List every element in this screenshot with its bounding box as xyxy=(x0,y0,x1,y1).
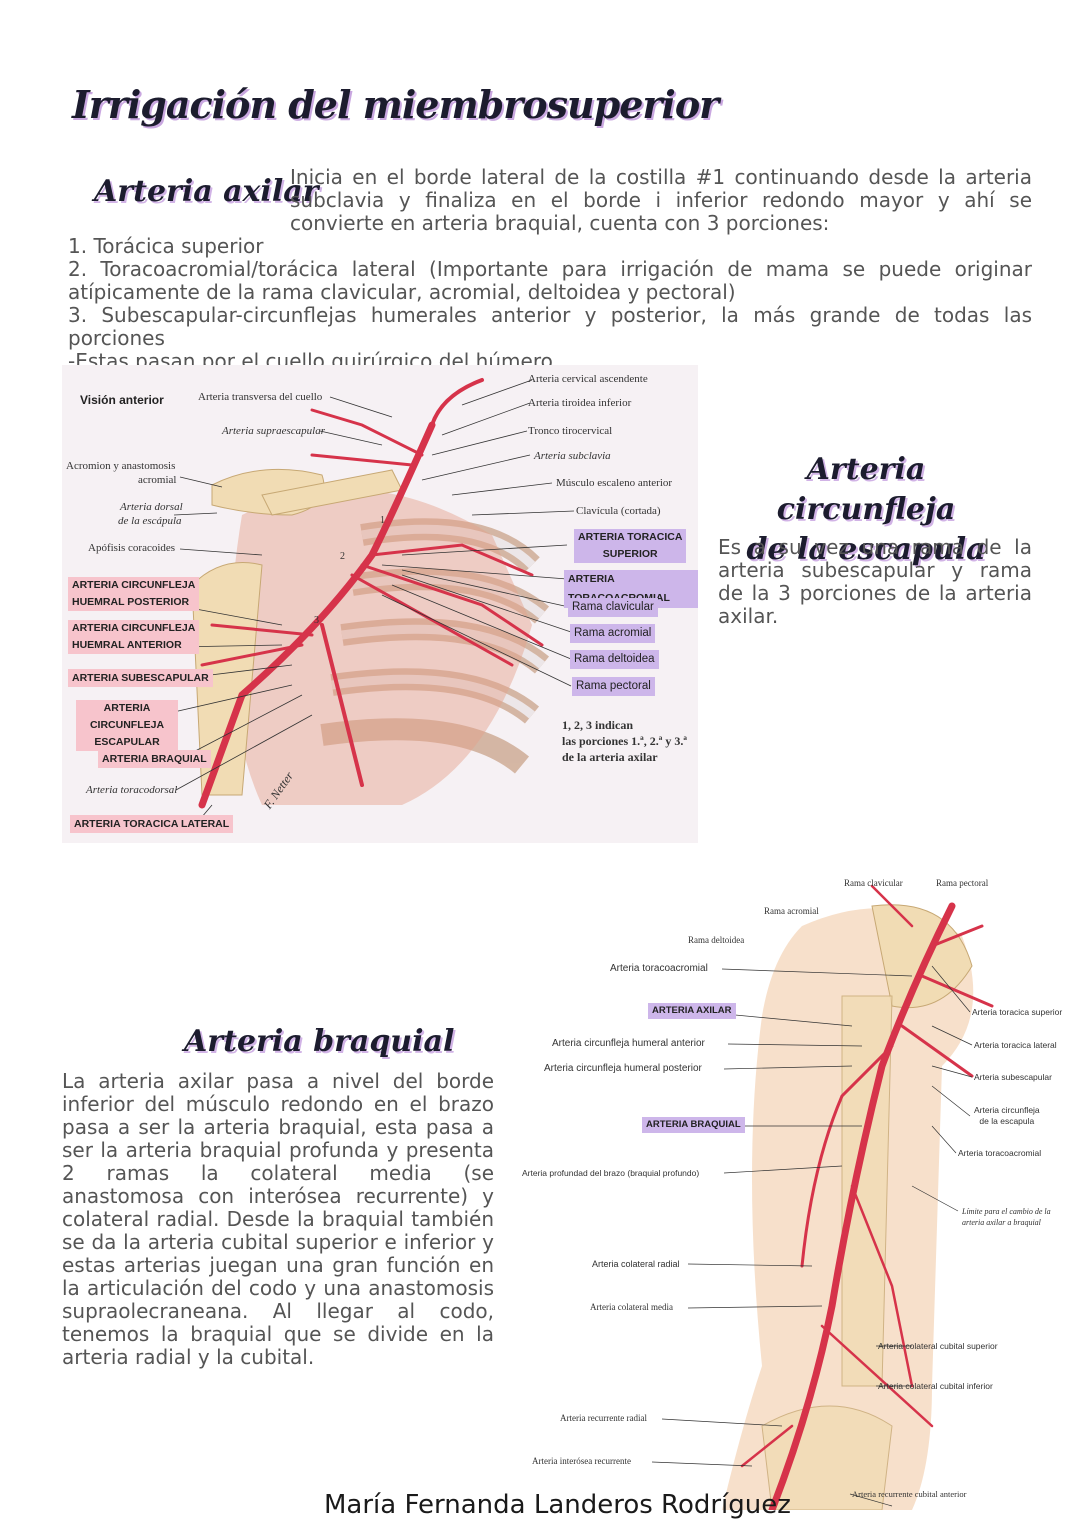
label-line: arteria axilar a braquial xyxy=(962,1218,1041,1227)
tag-line: ARTERIA CIRCUNFLEJA xyxy=(72,579,196,591)
note-line-3: de la arteria axilar xyxy=(562,750,658,764)
portion-number-3: 3 xyxy=(314,615,319,626)
label-cubital-superior: Arteria colateral cubital superior xyxy=(878,1341,998,1351)
tag-toracica-lateral: ARTERIA TORACICA LATERAL xyxy=(70,815,234,833)
tag-circunfleja-anterior: ARTERIA CIRCUNFLEJA HUEMRAL ANTERIOR xyxy=(68,620,200,654)
note-line-2: las porciones 1.ª, 2.ª y 3.ª xyxy=(562,734,687,748)
tag-line: ARTERIA CIRCUNFLEJA xyxy=(89,702,165,731)
axilar-figure: Visión anterior Arteria transversa del c… xyxy=(62,365,698,843)
heading-line: Arteria circunfleja xyxy=(776,452,956,527)
label-rama-pectoral: Rama pectoral xyxy=(936,878,989,888)
label-colateral-radial: Arteria colateral radial xyxy=(592,1259,680,1269)
axilar-heading: Arteria axilar xyxy=(94,174,319,209)
axilar-illustration xyxy=(151,378,575,825)
tag-braquial: ARTERIA BRAQUIAL xyxy=(98,750,211,768)
tag-rama-clavicular: Rama clavicular xyxy=(568,598,658,617)
page-title: Irrigación del miembrosuperior xyxy=(72,82,719,127)
label-limite: Límite para el cambio de la arteria axil… xyxy=(962,1206,1051,1228)
tag-circunfleja-escapular: ARTERIA CIRCUNFLEJA ESCAPULAR xyxy=(76,700,178,751)
label-coracoides: Apófisis coracoides xyxy=(88,542,176,554)
braquial-text: La arteria axilar pasa a nivel del borde… xyxy=(62,1069,494,1369)
label-dorsal-escapula-2: de la escápula xyxy=(118,515,182,527)
label-supraescapular: Arteria supraescapular xyxy=(222,425,325,437)
author-name: María Fernanda Landeros Rodríguez xyxy=(324,1490,791,1520)
tag-line: SUPERIOR xyxy=(602,548,658,560)
arm-illustration xyxy=(651,884,994,1510)
label-tronco: Tronco tirocervical xyxy=(528,425,613,437)
tag-rama-acromial: Rama acromial xyxy=(570,624,656,643)
label-rama-acromial: Rama acromial xyxy=(764,906,819,916)
label-line: Arteria circunfleja xyxy=(974,1105,1040,1115)
label-subescapular: Arteria subescapular xyxy=(974,1072,1052,1082)
tag-subescapular: ARTERIA SUBESCAPULAR xyxy=(68,669,213,687)
label-toracica-superior: Arteria toracica superior xyxy=(972,1007,1063,1017)
braquial-heading: Arteria braquial xyxy=(184,1024,455,1059)
label-tiroidea: Arteria tiroidea inferior xyxy=(528,397,632,409)
label-clavicula: Clavícula (cortada) xyxy=(576,505,661,517)
label-escaleno: Músculo escaleno anterior xyxy=(556,477,673,489)
tag-line: HUEMRAL POSTERIOR xyxy=(72,596,190,608)
label-recurrente-cubital: Arteria recurrente cubital anterior xyxy=(852,1489,967,1499)
tag-line: HUEMRAL ANTERIOR xyxy=(72,639,182,651)
label-toracoacromial-right: Arteria toracoacromial xyxy=(958,1148,1042,1158)
label-dorsal-escapula-1: Arteria dorsal xyxy=(120,501,183,513)
label-rama-deltoidea: Rama deltoidea xyxy=(688,935,745,945)
label-cubital-inferior: Arteria colateral cubital inferior xyxy=(878,1381,993,1391)
label-interosea-recurrente: Arteria interósea recurrente xyxy=(532,1456,631,1466)
tag-rama-pectoral: Rama pectoral xyxy=(572,677,655,696)
label-circ-humeral-posterior: Arteria circunfleja humeral posterior xyxy=(544,1063,702,1074)
label-toracica-lateral: Arteria toracica lateral xyxy=(974,1040,1057,1050)
axilar-list: 1. Torácica superior 2. Toracoacromial/t… xyxy=(68,235,1032,373)
tag-circunfleja-posterior: ARTERIA CIRCUNFLEJA HUEMRAL POSTERIOR xyxy=(68,577,200,611)
label-line: Límite para el cambio de la xyxy=(962,1207,1051,1216)
label-acromion: Acromion y anastomosis xyxy=(66,460,176,472)
note-line-1: 1, 2, 3 indican xyxy=(562,718,634,732)
tag-rama-deltoidea: Rama deltoidea xyxy=(570,650,659,669)
view-label: Visión anterior xyxy=(80,393,164,407)
label-recurrente-radial: Arteria recurrente radial xyxy=(560,1413,647,1423)
portion-number-2: 2 xyxy=(340,551,345,562)
list-item: 1. Torácica superior xyxy=(68,234,264,258)
label-subclavia: Arteria subclavia xyxy=(534,450,611,462)
tag-line: ARTERIA CIRCUNFLEJA xyxy=(72,622,196,634)
tag-arteria-axilar: ARTERIA AXILAR xyxy=(648,1003,736,1019)
heading-line: de la escapula xyxy=(746,532,986,567)
braquial-figure: Rama clavicular Rama pectoral Rama acrom… xyxy=(512,866,1080,1510)
circunfleja-heading: Arteria circunfleja de la escapula xyxy=(716,450,1016,570)
label-transversa: Arteria transversa del cuello xyxy=(198,391,323,403)
list-item: 2. Toracoacromial/torácica lateral (Impo… xyxy=(68,257,1032,304)
list-item: 3. Subescapular-circunflejas humerales a… xyxy=(68,303,1032,350)
portion-number-1: 1 xyxy=(380,515,385,526)
label-circ-humeral-anterior: Arteria circunfleja humeral anterior xyxy=(552,1038,705,1049)
axilar-intro: Inicia en el borde lateral de la costill… xyxy=(290,165,1032,235)
label-colateral-media: Arteria colateral media xyxy=(590,1302,673,1312)
label-rama-clavicular: Rama clavicular xyxy=(844,878,903,888)
label-circunfleja-escapula: Arteria circunfleja de la escapula xyxy=(974,1105,1040,1127)
label-acromial: acromial xyxy=(138,474,177,486)
tag-line: ESCAPULAR xyxy=(94,736,160,748)
label-cervical: Arteria cervical ascendente xyxy=(528,373,648,385)
circunfleja-text: Es a su vez una rama de la arteria subes… xyxy=(718,535,1032,628)
tag-toracica-superior: ARTERIA TORACICA SUPERIOR xyxy=(574,529,687,563)
tag-line: ARTERIA TORACICA xyxy=(578,531,683,543)
tag-arteria-braquial: ARTERIA BRAQUIAL xyxy=(642,1117,745,1133)
label-toracodorsal: Arteria toracodorsal xyxy=(86,784,178,796)
label-toracoacromial-left: Arteria toracoacromial xyxy=(610,963,708,974)
label-braquial-profunda: Arteria profundad del brazo (braquial pr… xyxy=(522,1168,700,1178)
label-line: de la escapula xyxy=(979,1116,1035,1126)
